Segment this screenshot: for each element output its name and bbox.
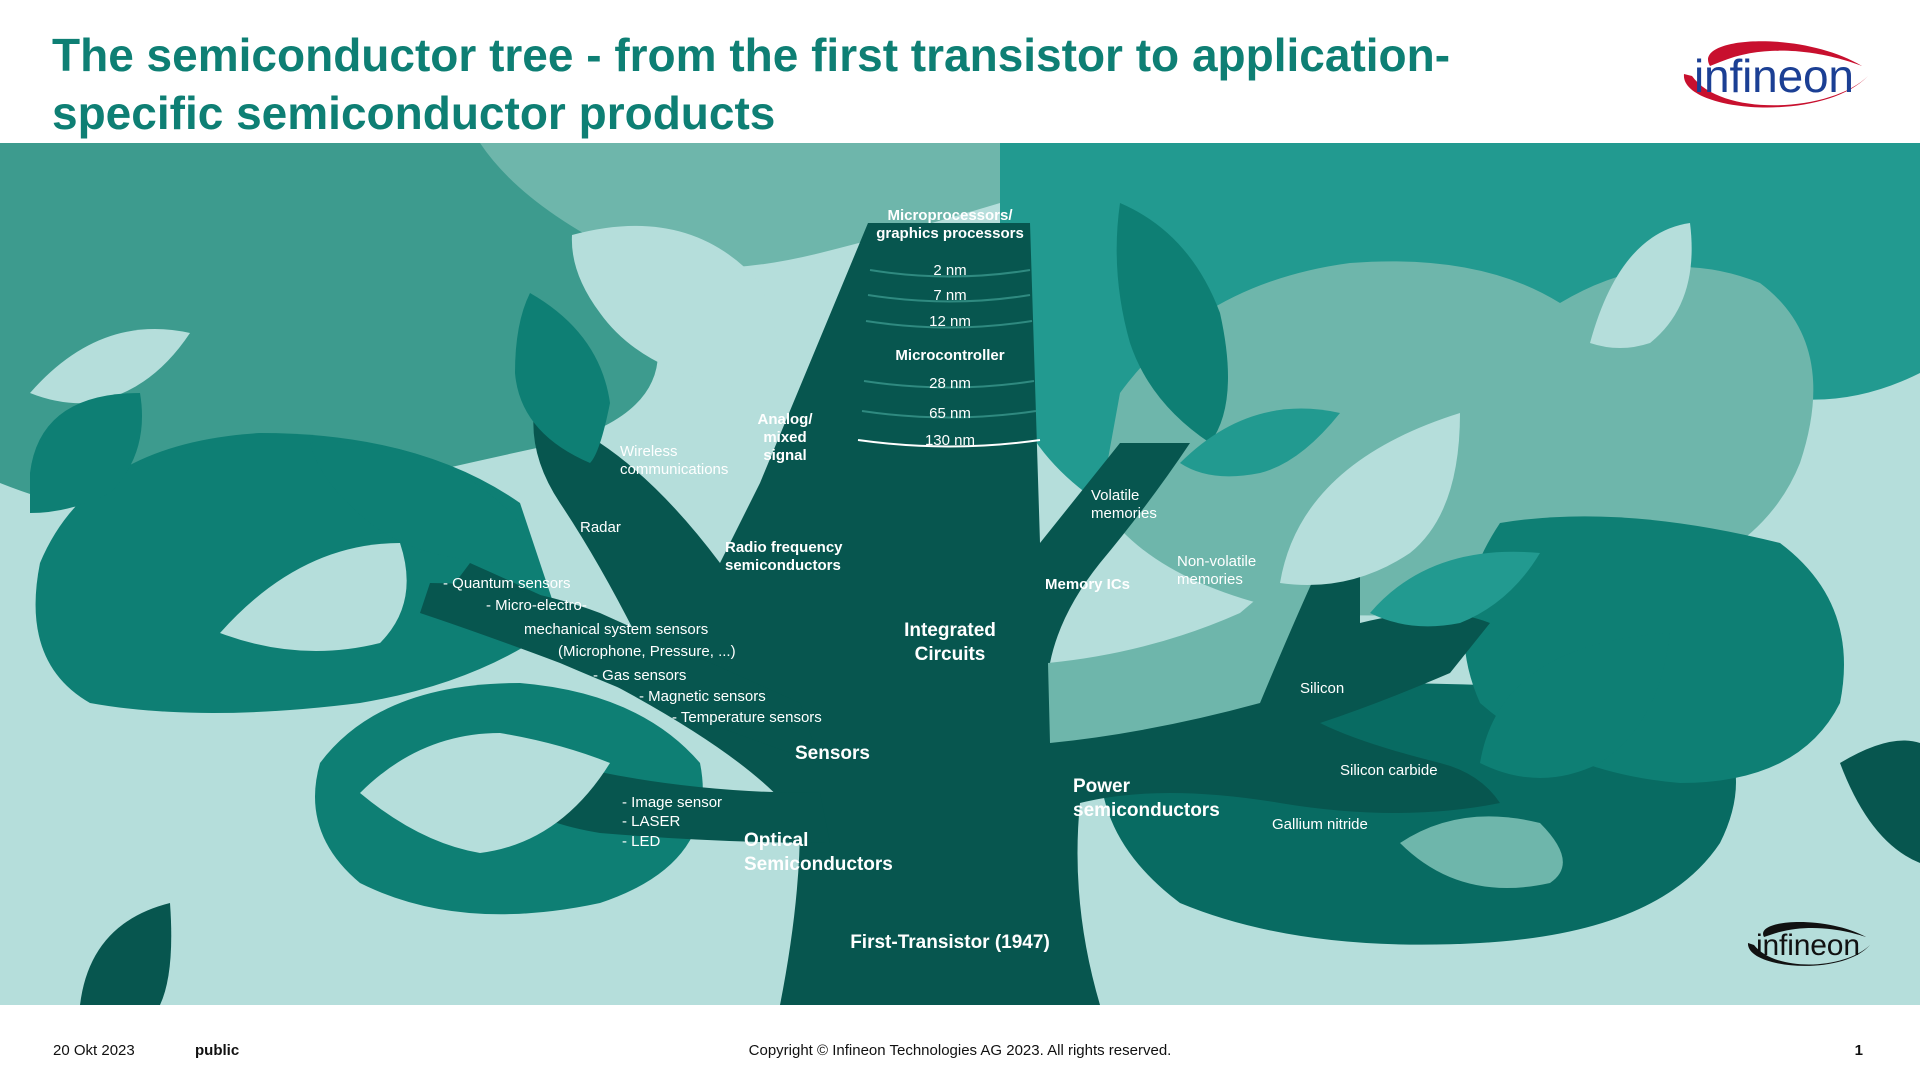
label-non-volatile-memories: Non-volatile memories bbox=[1177, 553, 1257, 588]
leaf bbox=[1480, 633, 1670, 778]
leaf bbox=[30, 329, 190, 404]
leaf bbox=[80, 903, 172, 1005]
label-integrated-circuits: Integrated Circuits bbox=[904, 620, 996, 665]
sensor-branch bbox=[420, 583, 820, 763]
label-volatile-memories: Volatile memories bbox=[1091, 487, 1157, 522]
label-analog-mixed-signal: Analog/ mixed signal bbox=[757, 411, 813, 464]
label-node-130nm: 130 nm bbox=[924, 432, 976, 449]
label-node-28nm: 28 nm bbox=[929, 375, 971, 392]
tree-trunk bbox=[440, 223, 1500, 1005]
label-node-65nm: 65 nm bbox=[929, 405, 971, 422]
optical-item: - LED bbox=[622, 833, 661, 850]
power-item-silicon-carbide: Silicon carbide bbox=[1340, 762, 1438, 779]
sensor-item: - Magnetic sensors bbox=[639, 688, 766, 705]
label-microcontroller: Microcontroller bbox=[895, 347, 1005, 364]
leaf bbox=[571, 225, 783, 393]
logo-small-text: infineon bbox=[1756, 929, 1860, 962]
leaf bbox=[360, 733, 610, 853]
leaf bbox=[1400, 816, 1563, 888]
semiconductor-tree-illustration: Microprocessors/ graphics processors 2 n… bbox=[0, 143, 1920, 1005]
sensor-item: mechanical system sensors bbox=[524, 621, 709, 638]
label-microprocessors: Microprocessors/ graphics processors bbox=[876, 207, 1024, 242]
footer-date: 20 Okt 2023 bbox=[53, 1042, 135, 1059]
leaf bbox=[1590, 223, 1692, 348]
sensor-item: - Quantum sensors bbox=[443, 575, 571, 592]
label-wireless: Wireless communications bbox=[620, 443, 729, 478]
sensor-item: - Gas sensors bbox=[593, 667, 687, 684]
label-radio-frequency: Radio frequency semiconductors bbox=[725, 539, 843, 574]
leaf bbox=[515, 293, 610, 463]
footer-classification: public bbox=[195, 1042, 240, 1059]
leaf bbox=[310, 442, 520, 563]
footer-copyright: Copyright © Infineon Technologies AG 202… bbox=[748, 1042, 1172, 1059]
leaf bbox=[1370, 551, 1540, 627]
optical-item: - Image sensor bbox=[622, 794, 723, 811]
label-optical-semiconductors: Optical Semiconductors bbox=[744, 830, 893, 875]
label-sensors: Sensors bbox=[795, 743, 870, 764]
sensor-item: - Temperature sensors bbox=[672, 709, 822, 726]
leaf bbox=[1840, 740, 1920, 863]
leaf bbox=[1180, 408, 1340, 477]
sensor-item: (Microphone, Pressure, ...) bbox=[558, 643, 736, 660]
label-radar: Radar bbox=[580, 519, 621, 536]
label-first-transistor: First-Transistor (1947) bbox=[850, 932, 1050, 953]
infineon-logo-small: infineon bbox=[1742, 913, 1872, 971]
label-power-semiconductors: Power semiconductors bbox=[1073, 776, 1220, 821]
power-item-gallium-nitride: Gallium nitride bbox=[1272, 816, 1368, 833]
canopy-left bbox=[0, 143, 658, 519]
slide-title: The semiconductor tree - from the first … bbox=[52, 29, 1451, 139]
optical-item: - LASER bbox=[622, 813, 681, 830]
leaf bbox=[1116, 203, 1228, 443]
label-node-12nm: 12 nm bbox=[929, 313, 971, 330]
sensor-item: - Micro-electro- bbox=[486, 597, 587, 614]
label-node-7nm: 7 nm bbox=[933, 287, 967, 304]
leaf bbox=[1280, 413, 1460, 585]
leaf bbox=[30, 393, 142, 513]
logo-text: infineon bbox=[1694, 50, 1854, 102]
power-item-silicon: Silicon bbox=[1300, 680, 1345, 697]
infineon-logo: infineon bbox=[1672, 26, 1872, 116]
optical-branch bbox=[520, 763, 830, 843]
leaf bbox=[220, 543, 407, 651]
label-memory-ics: Memory ICs bbox=[1045, 576, 1131, 593]
footer-page-number: 1 bbox=[1854, 1042, 1863, 1059]
label-node-2nm: 2 nm bbox=[933, 262, 967, 279]
